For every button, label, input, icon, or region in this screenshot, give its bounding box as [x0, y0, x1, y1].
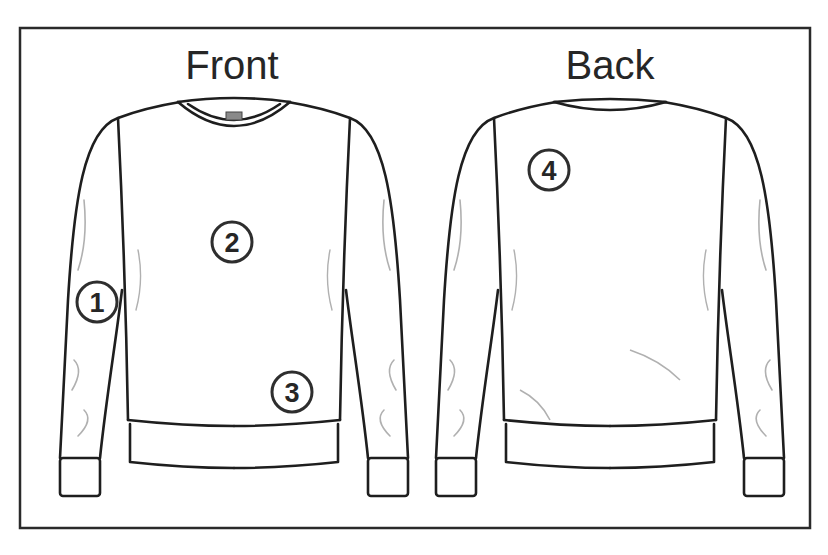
callout-circles: [77, 150, 569, 412]
front-view: [60, 98, 408, 496]
callout-number: 3: [284, 380, 299, 407]
view-heading: Back: [566, 45, 655, 85]
callout-number: 4: [541, 158, 556, 185]
callout-number: 2: [224, 230, 239, 257]
view-heading: Front: [185, 45, 278, 85]
back-view: [436, 99, 784, 496]
callout-number: 1: [89, 290, 104, 317]
frame-border: [20, 28, 810, 528]
